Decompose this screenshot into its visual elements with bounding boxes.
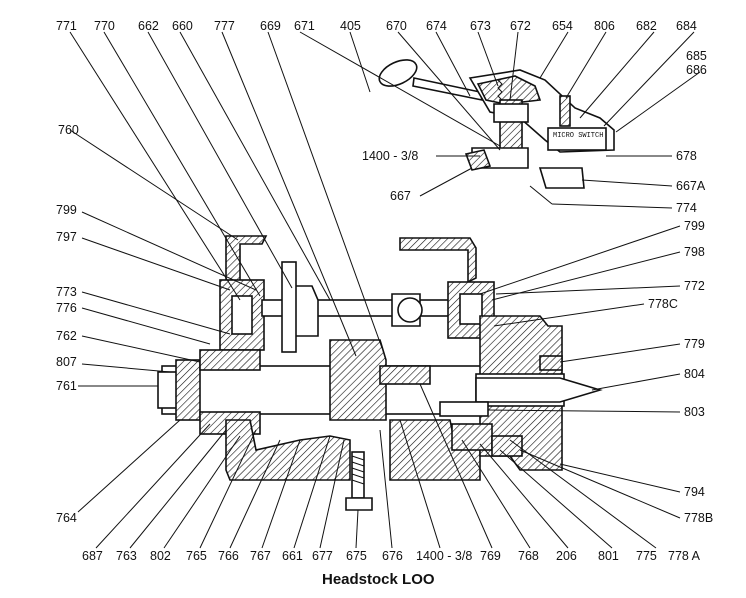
screw-thread — [351, 455, 365, 485]
callout-768: 768 — [518, 549, 539, 563]
callout-770: 770 — [94, 19, 115, 33]
right-bearing-inner — [459, 293, 483, 325]
screw-806 — [559, 95, 571, 127]
adjust-screw-head — [345, 497, 373, 511]
callout-799-right: 799 — [684, 219, 705, 233]
callout-807: 807 — [56, 355, 77, 369]
callout-772: 772 — [684, 279, 705, 293]
leader-lines — [69, 31, 701, 549]
callout-667A: 667A — [676, 179, 706, 193]
callout-802: 802 — [150, 549, 171, 563]
lever-knob — [378, 59, 418, 87]
bearing-762 — [199, 349, 261, 371]
countershaft-ring — [397, 297, 423, 323]
callout-674: 674 — [426, 19, 447, 33]
callout-804: 804 — [684, 367, 705, 381]
callout-206: 206 — [556, 549, 577, 563]
callout-685: 685 — [686, 49, 707, 63]
callout-779: 779 — [684, 337, 705, 351]
switch-inset: MICRO SWITCH — [378, 59, 615, 189]
callout-672: 672 — [510, 19, 531, 33]
callout-773: 773 — [56, 285, 77, 299]
callout-654: 654 — [552, 19, 573, 33]
headstock-section — [157, 235, 603, 511]
callout-675: 675 — [346, 549, 367, 563]
detent-spring — [497, 79, 503, 101]
callout-676: 676 — [382, 549, 403, 563]
callout-794: 794 — [684, 485, 705, 499]
callout-778B: 778B — [684, 511, 713, 525]
shift-collar-768 — [379, 365, 431, 385]
callout-677: 677 — [312, 549, 333, 563]
callout-671: 671 — [294, 19, 315, 33]
spindle-nut-807 — [175, 359, 201, 421]
callout-678: 678 — [676, 149, 697, 163]
callout-760: 760 — [58, 123, 79, 137]
callout-761: 761 — [56, 379, 77, 393]
center-gear-block — [329, 339, 387, 421]
callout-686: 686 — [686, 63, 707, 77]
micro-switch-label: MICRO SWITCH — [553, 132, 603, 140]
callout-765: 765 — [186, 549, 207, 563]
callout-1400-bottom: 1400 - 3/8 — [416, 549, 472, 563]
callout-799-left: 799 — [56, 203, 77, 217]
callout-687: 687 — [82, 549, 103, 563]
callout-405: 405 — [340, 19, 361, 33]
callout-673: 673 — [470, 19, 491, 33]
idler-pin — [281, 261, 297, 353]
mount-nut-left — [464, 149, 492, 171]
callout-1400-top: 1400 - 3/8 — [362, 149, 418, 163]
callout-776: 776 — [56, 301, 77, 315]
callout-767: 767 — [250, 549, 271, 563]
callout-764: 764 — [56, 511, 77, 525]
lever-housing-hatch — [476, 75, 542, 105]
mount-block-667A — [538, 167, 585, 189]
callout-670: 670 — [386, 19, 407, 33]
lock-stud-779 — [539, 355, 563, 371]
callout-797: 797 — [56, 230, 77, 244]
figure-caption: Headstock LOO — [322, 571, 435, 588]
callout-labels: 771 770 662 660 777 669 671 405 670 674 … — [56, 19, 713, 588]
callout-775: 775 — [636, 549, 657, 563]
callout-777: 777 — [214, 19, 235, 33]
callout-774: 774 — [676, 201, 697, 215]
callout-798: 798 — [684, 245, 705, 259]
draw-bar-803 — [439, 401, 489, 417]
callout-803: 803 — [684, 405, 705, 419]
callout-762: 762 — [56, 329, 77, 343]
callout-778A: 778 A — [668, 549, 701, 563]
lower-housing — [225, 419, 351, 481]
callout-771: 771 — [56, 19, 77, 33]
callout-763: 763 — [116, 549, 137, 563]
callout-662: 662 — [138, 19, 159, 33]
callout-682: 682 — [636, 19, 657, 33]
right-housing-top — [399, 237, 477, 284]
callout-801: 801 — [598, 549, 619, 563]
left-bearing-inner — [231, 295, 253, 335]
callout-684: 684 — [676, 19, 697, 33]
main-spindle — [161, 365, 493, 415]
shaft-collar — [493, 103, 529, 123]
callout-766: 766 — [218, 549, 239, 563]
callout-806: 806 — [594, 19, 615, 33]
bearing-206 — [451, 423, 493, 451]
callout-660: 660 — [172, 19, 193, 33]
callout-769: 769 — [480, 549, 501, 563]
micro-switch-box — [547, 127, 607, 151]
live-center-804 — [475, 377, 603, 403]
callout-661: 661 — [282, 549, 303, 563]
callout-778C: 778C — [648, 297, 678, 311]
callout-667: 667 — [390, 189, 411, 203]
callout-669: 669 — [260, 19, 281, 33]
